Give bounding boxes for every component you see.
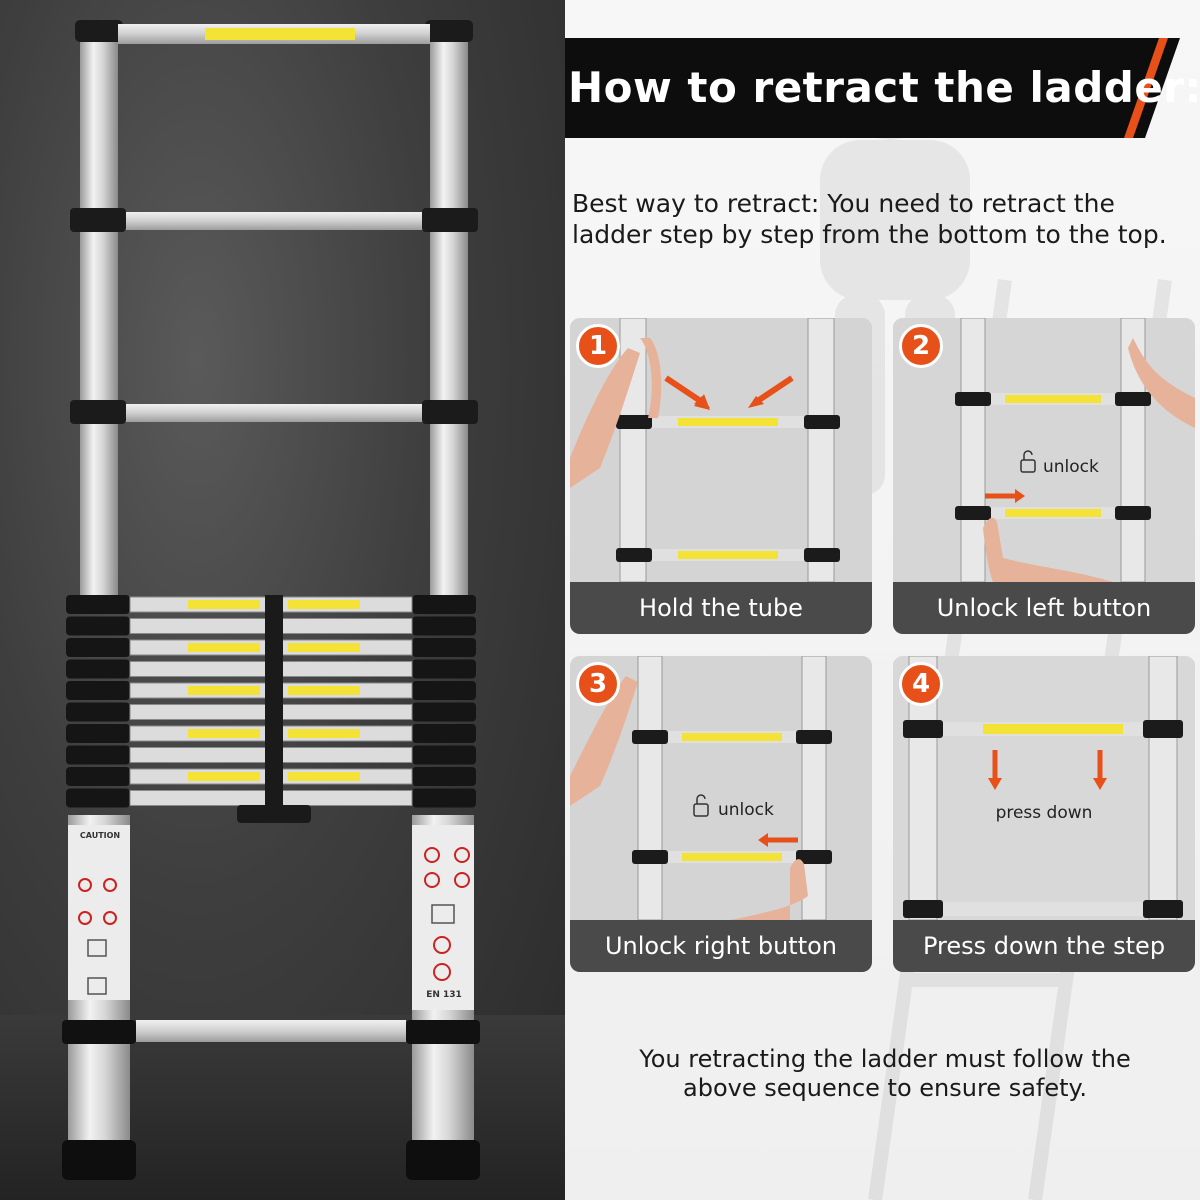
step-4-note: press down <box>995 803 1093 823</box>
step-4-caption: Press down the step <box>893 920 1195 972</box>
step-2-number: 2 <box>899 324 943 368</box>
step-3-illustration <box>570 656 872 972</box>
title-banner <box>565 38 1180 138</box>
standard-label: EN 131 <box>426 990 462 1000</box>
step-3-panel: unlock 3 Unlock right button <box>570 656 872 972</box>
step-1-panel: 1 Hold the tube <box>570 318 872 634</box>
caution-label: CAUTION <box>79 831 121 840</box>
ladder-photo: CAUTION EN 131 <box>0 0 565 1200</box>
step-4-number: 4 <box>899 662 943 706</box>
step-2-illustration <box>893 318 1195 634</box>
safety-note: You retracting the ladder must follow th… <box>639 1045 1131 1102</box>
step-3-number: 3 <box>576 662 620 706</box>
step-1-number: 1 <box>576 324 620 368</box>
step-1-illustration <box>570 318 872 634</box>
page-title: How to retract the ladder: <box>568 63 1200 112</box>
step-1-caption: Hold the tube <box>570 582 872 634</box>
step-2-caption: Unlock left button <box>893 582 1195 634</box>
step-2-note: unlock <box>1043 457 1099 477</box>
step-3-caption: Unlock right button <box>570 920 872 972</box>
step-4-panel: press down 4 Press down the step <box>893 656 1195 972</box>
ladder-illustration <box>62 20 480 1180</box>
step-2-panel: unlock 2 Unlock left button <box>893 318 1195 634</box>
intro-text: Best way to retract: You need to retract… <box>572 189 1167 249</box>
step-3-note: unlock <box>718 800 774 820</box>
